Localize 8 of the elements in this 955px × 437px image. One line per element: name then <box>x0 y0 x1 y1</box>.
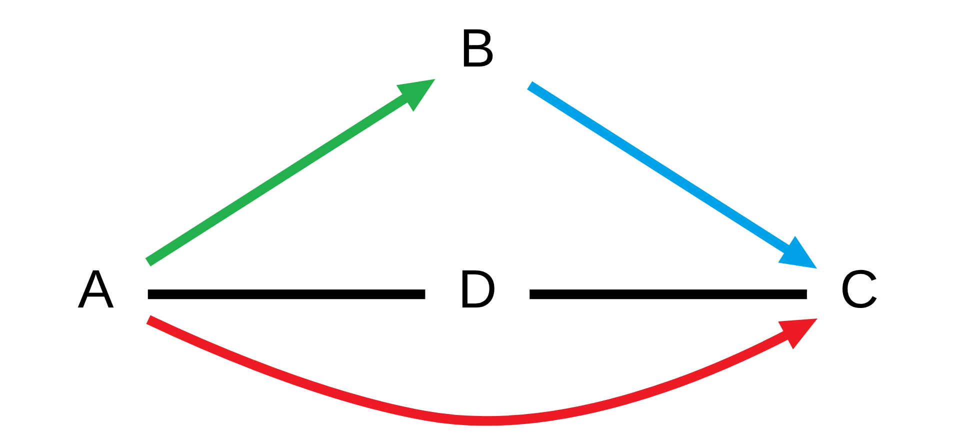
node-text: D <box>458 260 497 320</box>
connector <box>148 290 426 300</box>
arrow <box>527 81 818 269</box>
node-text: C <box>840 260 879 320</box>
node-text: A <box>78 260 114 320</box>
arrow <box>146 315 818 426</box>
node-text: B <box>460 18 496 79</box>
arrow <box>145 79 436 266</box>
